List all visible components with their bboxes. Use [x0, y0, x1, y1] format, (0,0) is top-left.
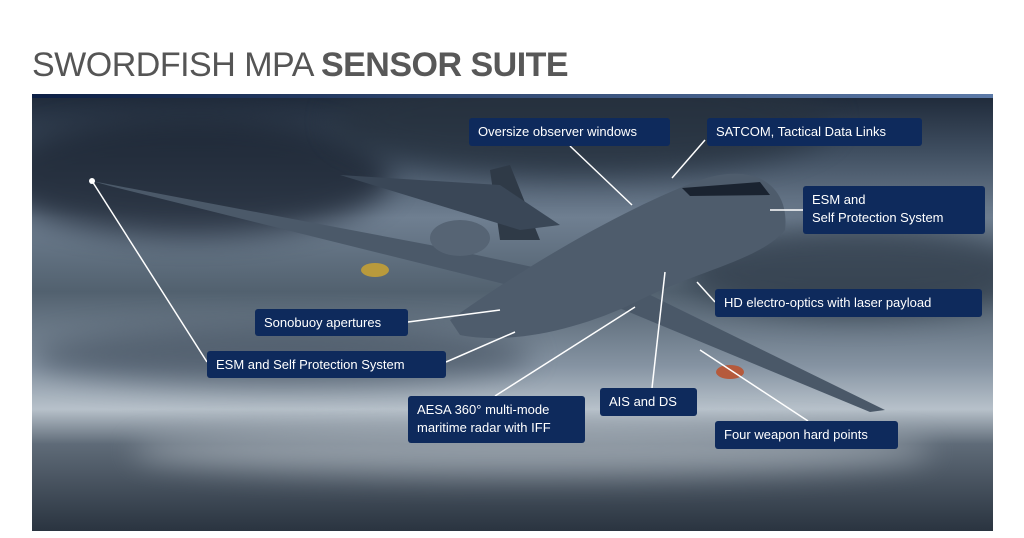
page-title: SWORDFISH MPA SENSOR SUITE [32, 46, 569, 85]
header-rule [32, 94, 993, 98]
pod [361, 263, 389, 277]
tail-plane [340, 175, 560, 230]
leader-lines [91, 139, 809, 422]
leader-line [407, 309, 501, 323]
title-bold: SENSOR SUITE [320, 46, 569, 84]
pod [716, 365, 744, 379]
leader-line [671, 139, 706, 179]
engine [430, 220, 490, 256]
aircraft [92, 165, 885, 412]
leader-line [91, 180, 208, 363]
title-light: SWORDFISH MPA [32, 46, 313, 84]
callout-line: maritime radar with IFF [417, 420, 551, 435]
wingtip-dot [89, 178, 95, 184]
right-wing [600, 290, 885, 412]
leader-line [569, 145, 633, 206]
callout-aesa-radar: AESA 360° multi-mode maritime radar with … [408, 396, 585, 443]
fuselage [450, 173, 786, 339]
callout-weapon-hardpoints: Four weapon hard points [715, 421, 898, 449]
leader-line [699, 349, 809, 422]
callout-line: AESA 360° multi-mode [417, 402, 550, 417]
left-wing [92, 181, 570, 298]
leader-line [494, 306, 636, 397]
callout-esm-wing: ESM and Self Protection System [207, 351, 446, 378]
callout-satcom: SATCOM, Tactical Data Links [707, 118, 922, 146]
callout-sonobuoy: Sonobuoy apertures [255, 309, 408, 336]
cockpit [682, 182, 770, 196]
callout-ais-ds: AIS and DS [600, 388, 697, 416]
callout-line: ESM and [812, 192, 866, 207]
leader-line [696, 281, 716, 303]
callout-hd-electro-optics: HD electro-optics with laser payload [715, 289, 982, 317]
callout-line: Self Protection System [812, 210, 944, 225]
callout-observer-windows: Oversize observer windows [469, 118, 670, 146]
leader-line [445, 331, 516, 363]
leader-line [651, 271, 666, 389]
